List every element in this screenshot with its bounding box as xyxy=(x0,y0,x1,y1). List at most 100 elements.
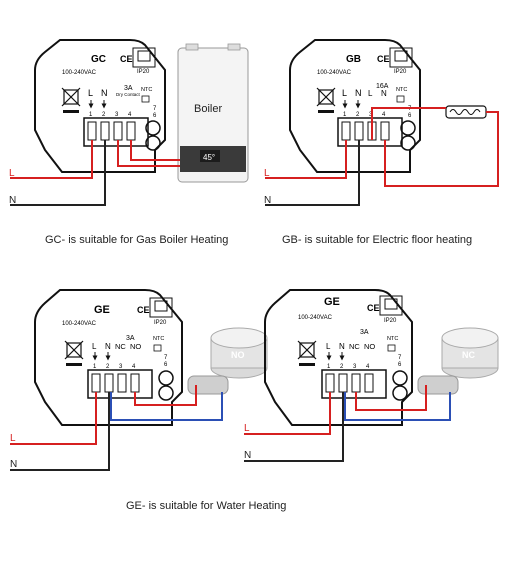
gb-terminal-block xyxy=(337,117,403,147)
gb-ip-label: IP20 xyxy=(394,69,407,75)
gb-neutral-label: N xyxy=(264,195,271,206)
gb-terminal-label-load-l: L xyxy=(368,89,373,98)
gc-neutral-label: N xyxy=(9,195,16,206)
ge-no-diagram: GE 100-240VAC CE IP20 3A L N NC NO NTC 1… xyxy=(10,289,268,471)
boiler-unit: 45° Boiler xyxy=(177,43,249,183)
boiler-display-readout: 45° xyxy=(203,153,215,162)
gc-ntc-sensor-icon xyxy=(141,95,150,103)
ge-no-valve-label: NO xyxy=(231,350,245,360)
boiler-label: Boiler xyxy=(194,103,222,115)
ge-no-ntc-terminal-7: 7 xyxy=(164,355,168,361)
ge-nc-terminal-label-no: NO xyxy=(364,342,375,351)
gc-rating-label: 3A xyxy=(124,85,133,92)
ge-no-valve-neutral-wire xyxy=(110,392,223,421)
ge-no-thermostat-outline xyxy=(34,289,183,426)
gc-terminal-num-4: 4 xyxy=(128,112,132,118)
ge-no-voltage-label: 100-240VAC xyxy=(62,321,97,327)
ge-nc-terminal-label-nc: NC xyxy=(349,342,360,351)
floor-heating-element-icon xyxy=(445,105,487,119)
ge-nc-terminal-block xyxy=(321,369,387,399)
ge-no-terminal-block xyxy=(87,369,153,399)
gc-voltage-label: 100-240VAC xyxy=(62,70,97,76)
ge-no-valve-live-wire xyxy=(134,385,197,406)
ge-no-ce-mark: CE xyxy=(137,305,150,315)
gc-ce-mark: CE xyxy=(120,54,133,64)
ge-no-model-label: GE xyxy=(94,304,110,316)
gc-neutral-wire xyxy=(10,140,106,206)
ge-nc-ntc-terminal-6: 6 xyxy=(398,362,402,368)
ge-no-ntc-sensor-icon xyxy=(153,344,162,352)
gc-ip-label: IP20 xyxy=(137,69,150,75)
gc-live-label: L xyxy=(9,168,15,179)
ge-no-ntc-terminal-upper xyxy=(158,370,174,386)
gc-ip-inner xyxy=(137,50,151,62)
ge-nc-diagram: GE 100-240VAC CE IP20 3A L N NC NO NTC 1… xyxy=(244,289,499,462)
gc-ntc-terminal-lower xyxy=(145,135,161,151)
gc-dry-contact-label: Dry Contact xyxy=(116,92,141,97)
gb-ntc-label: NTC xyxy=(396,87,407,93)
ge-nc-terminal-num-2: 2 xyxy=(340,364,344,370)
ge-nc-valve-actuator: NC xyxy=(417,327,499,395)
ge-nc-valve-live-wire xyxy=(355,385,427,411)
gc-diagram: GC 100-240VAC CE IP20 L N 3A Dry Contact… xyxy=(9,39,249,206)
ge-nc-terminal-num-3: 3 xyxy=(353,364,357,370)
gb-terminal-num-2: 2 xyxy=(356,112,360,118)
ge-nc-ntc-terminal-lower xyxy=(392,385,408,401)
ge-nc-live-wire xyxy=(244,392,331,435)
ge-nc-ip-inner xyxy=(384,298,398,310)
ge-no-ip-label: IP20 xyxy=(154,320,167,326)
ge-nc-thermostat-outline xyxy=(264,289,413,426)
ge-no-terminal-label-nc: NC xyxy=(115,342,126,351)
ge-nc-rating-label: 3A xyxy=(360,329,369,336)
gb-ntc-terminal-6: 6 xyxy=(408,113,412,119)
ge-nc-terminal-num-4: 4 xyxy=(366,364,370,370)
gb-rating-label: 16A xyxy=(376,83,389,90)
ge-nc-ntc-terminal-upper xyxy=(392,370,408,386)
ge-no-ntc-terminal-6: 6 xyxy=(164,362,168,368)
ge-no-terminal-num-1: 1 xyxy=(93,364,97,370)
ge-no-ntc-terminal-lower xyxy=(158,385,174,401)
ge-no-ip-box xyxy=(149,297,173,318)
ge-nc-ntc-label: NTC xyxy=(387,336,398,342)
gc-terminal-num-1: 1 xyxy=(89,112,93,118)
ge-no-neutral-wire xyxy=(10,392,110,471)
caption-ge: GE- is suitable for Water Heating xyxy=(126,500,287,512)
gb-terminal-num-4: 4 xyxy=(382,112,386,118)
gc-ntc-terminal-upper xyxy=(145,120,161,136)
gb-voltage-label: 100-240VAC xyxy=(317,70,352,76)
ge-no-rating-label: 3A xyxy=(126,335,135,342)
gb-model-label: GB xyxy=(346,54,361,65)
ge-nc-ntc-sensor-icon xyxy=(387,344,396,352)
gc-terminal-label-l: L xyxy=(88,88,93,98)
gc-live-wire xyxy=(10,140,93,179)
ge-nc-valve-neutral-wire xyxy=(344,392,451,421)
caption-gc: GC- is suitable for Gas Boiler Heating xyxy=(45,234,229,246)
gb-load-return-wire xyxy=(384,111,499,187)
ge-nc-ntc-terminal-7: 7 xyxy=(398,355,402,361)
ge-nc-neutral-wire xyxy=(244,392,344,462)
caption-gb: GB- is suitable for Electric floor heati… xyxy=(282,234,473,246)
ge-nc-terminal-label-l: L xyxy=(326,342,331,351)
ge-nc-terminal-num-1: 1 xyxy=(327,364,331,370)
ge-nc-live-label: L xyxy=(244,423,250,434)
gc-boiler-wire-b xyxy=(130,140,180,161)
ge-nc-valve-label: NC xyxy=(462,350,475,360)
ge-no-live-label: L xyxy=(10,433,16,444)
ge-no-terminal-num-4: 4 xyxy=(132,364,136,370)
gc-terminal-block xyxy=(83,117,149,147)
ge-no-valve-actuator: NO xyxy=(187,327,268,395)
gc-ip-box xyxy=(132,47,156,68)
ge-nc-voltage-label: 100-240VAC xyxy=(298,315,333,321)
gb-thermostat-outline xyxy=(289,39,421,173)
ge-nc-ce-mark: CE xyxy=(367,303,380,313)
ge-nc-weee-icon xyxy=(297,340,317,366)
ge-nc-neutral-label: N xyxy=(244,450,251,461)
gb-live-label: L xyxy=(264,168,270,179)
gc-boiler-wire-a xyxy=(117,140,180,167)
gb-ip-box xyxy=(389,47,413,68)
ge-no-live-wire xyxy=(10,392,97,445)
ge-no-ntc-label: NTC xyxy=(153,336,164,342)
gc-ntc-terminal-7: 7 xyxy=(153,106,157,112)
